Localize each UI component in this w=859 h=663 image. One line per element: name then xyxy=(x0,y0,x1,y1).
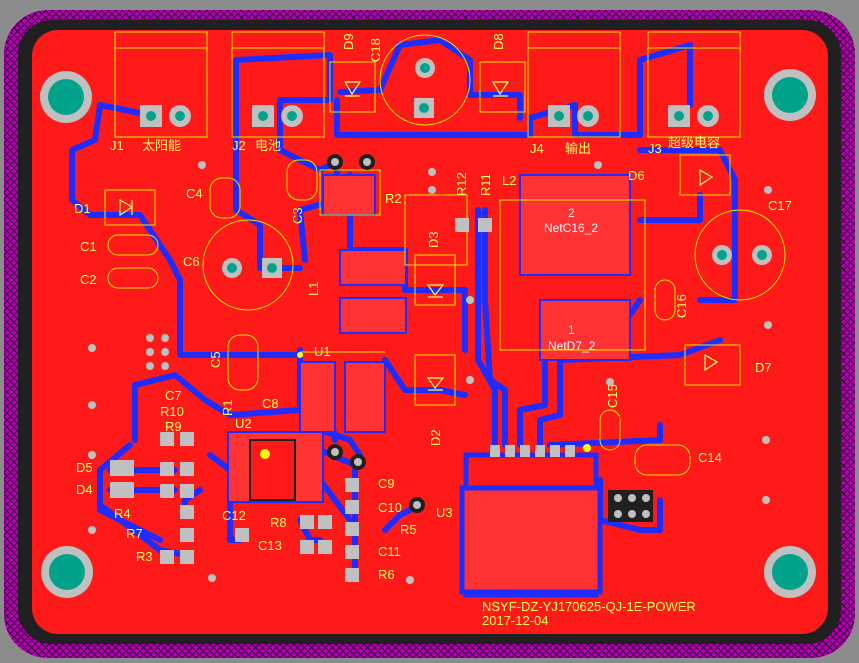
u3-module xyxy=(459,444,603,598)
label-c9: C9 xyxy=(378,476,395,491)
label-c3: C3 xyxy=(290,207,305,224)
label-r10: R10 xyxy=(160,404,184,419)
label-d6: D6 xyxy=(628,168,645,183)
label-c16: C16 xyxy=(674,294,689,318)
label-r3: R3 xyxy=(136,549,153,564)
label-u3: U3 xyxy=(436,505,453,520)
label-c11: C11 xyxy=(378,544,401,559)
label-l2: L2 xyxy=(502,173,516,188)
label-r4: R4 xyxy=(114,506,131,521)
label-c6: C6 xyxy=(183,254,200,269)
label-c18: C18 xyxy=(368,38,383,62)
label-d8: D8 xyxy=(491,33,506,50)
smd-pads xyxy=(110,218,492,582)
label-d9: D9 xyxy=(341,33,356,50)
top-copper-islands xyxy=(227,174,631,503)
label-j4: J4 xyxy=(530,141,544,156)
label-r7: R7 xyxy=(126,526,143,541)
label-r6: R6 xyxy=(378,567,395,582)
label-c1: C1 xyxy=(80,239,97,254)
through-hole-pads xyxy=(140,58,772,522)
label-d5: D5 xyxy=(76,460,93,475)
label-c8: C8 xyxy=(262,396,279,411)
label-j3-cn: 超级电容 xyxy=(668,135,720,150)
label-d1: D1 xyxy=(74,201,91,216)
silkscreen-outlines xyxy=(104,31,786,476)
label-j1: J1 xyxy=(110,138,124,153)
net-d7-label: NetD7_2 xyxy=(548,339,596,353)
net-c16-label: NetC16_2 xyxy=(544,221,598,235)
label-c14: C14 xyxy=(698,450,722,465)
label-c15: C15 xyxy=(605,384,620,408)
label-j3: J3 xyxy=(648,141,662,156)
label-u2: U2 xyxy=(235,416,252,431)
label-r1: R1 xyxy=(220,399,235,416)
label-d4: D4 xyxy=(76,482,93,497)
label-c17: C17 xyxy=(768,198,792,213)
label-j2: J2 xyxy=(232,138,246,153)
label-d2: D2 xyxy=(428,429,443,446)
label-d3: D3 xyxy=(426,231,441,248)
label-c10: C10 xyxy=(378,500,402,515)
label-r2: R2 xyxy=(385,191,402,206)
label-j1-cn: 太阳能 xyxy=(142,138,181,153)
label-r8: R8 xyxy=(270,515,287,530)
label-r9: R9 xyxy=(165,419,182,434)
label-r12: R12 xyxy=(454,172,469,196)
label-d7: D7 xyxy=(755,360,772,375)
board-date: 2017-12-04 xyxy=(482,613,549,628)
label-u1: U1 xyxy=(314,344,331,359)
silkscreen-labels: J1 太阳能 J2 电池 J4 输出 J3 超级电容 D9 C18 D8 R12… xyxy=(74,33,792,628)
label-c12: C12 xyxy=(222,508,246,523)
label-j2-cn: 电池 xyxy=(255,138,281,153)
vias xyxy=(88,161,772,584)
diode-symbols xyxy=(119,81,719,391)
label-c5: C5 xyxy=(208,351,223,368)
mounting-holes xyxy=(40,69,816,598)
label-c7: C7 xyxy=(165,388,182,403)
label-j4-cn: 输出 xyxy=(565,141,591,156)
label-c13: C13 xyxy=(258,538,282,553)
label-l1: L1 xyxy=(306,282,321,296)
label-r11: R11 xyxy=(478,173,493,196)
label-r5: R5 xyxy=(400,522,417,537)
board-title: NSYF-DZ-YJ170625-QJ-1E-POWER xyxy=(482,599,696,614)
label-c2: C2 xyxy=(80,272,97,287)
label-c4: C4 xyxy=(186,186,203,201)
net-c16-pin: 2 xyxy=(568,206,575,220)
net-d7-pin: 1 xyxy=(568,323,575,337)
u2-ic xyxy=(249,439,296,501)
